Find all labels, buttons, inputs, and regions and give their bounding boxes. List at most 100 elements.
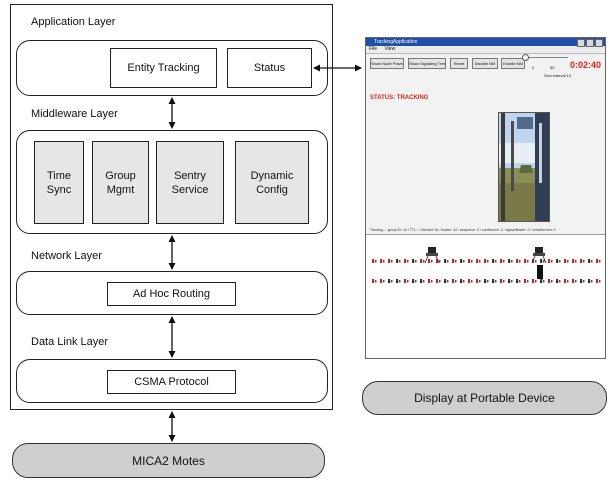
mote-marker [452,259,455,263]
mote-marker [444,259,447,263]
group-mgmt-box: Group Mgmt [92,141,149,224]
node-field-svg [372,247,601,283]
mote-marker [391,260,393,263]
close-icon[interactable] [595,39,603,47]
mote-marker [543,280,545,283]
mote-marker [383,260,385,263]
mote-marker [511,280,513,283]
mote-marker [575,280,577,283]
mote-marker [468,259,471,263]
mote-marker [484,279,487,283]
mote-marker [599,260,601,263]
data-link-layer-label: Data Link Layer [31,336,109,348]
grid-slider-knob[interactable] [522,54,529,61]
show-node-power-button[interactable]: Show Node Power [370,58,404,69]
reset-button[interactable]: Reset [450,58,468,69]
application-layer-label: Application Layer [31,16,116,28]
mote-marker [391,280,393,283]
elapsed-time: 0:02:40 [569,60,601,70]
strip-separator [366,234,605,235]
mote-marker [396,279,399,283]
dynamic-config-box: Dynamic Config [235,141,309,224]
mote-marker [551,260,553,263]
mote-marker [527,280,529,283]
mote-marker [564,279,567,283]
mote-marker [540,279,543,283]
mote-marker [524,279,527,283]
menu-view[interactable]: View [384,46,396,52]
mote-marker [596,279,599,283]
mote-marker [588,259,591,263]
mote-marker [580,279,583,283]
mote-marker [423,280,425,283]
csma-protocol-box: CSMA Protocol [107,370,236,394]
menu-file[interactable]: File [369,46,378,52]
mote-marker [431,260,433,263]
mote-marker [420,259,423,263]
mote-marker [447,260,449,263]
mote-marker [559,280,561,283]
time-sync-box: Time Sync [34,141,84,224]
mote-marker [591,280,593,283]
mote-marker [572,259,575,263]
mote-marker [455,260,457,263]
mote-marker [471,280,473,283]
network-layer-container [16,271,328,315]
mote-marker [548,279,551,283]
mote-marker [535,280,537,283]
mote-marker [404,259,407,263]
mote-marker [543,260,545,263]
mote-marker [495,260,497,263]
grid-interval-label: Grid interval 10 [544,73,572,78]
mote-marker [492,259,495,263]
mote-marker [415,280,417,283]
mote-marker [588,279,591,283]
mote-marker [463,260,465,263]
mote-marker [476,279,479,283]
tracking-status: STATUS: TRACKING [370,95,429,101]
disable-nm-button[interactable]: Disable NM [472,58,498,69]
slider-min-label: 0 [532,65,535,70]
show-signaling-tree-button[interactable]: Show Signaling Tree [408,58,446,69]
tracked-vehicle-icon [537,265,543,279]
minimize-icon[interactable] [577,39,585,47]
sensor-icon [424,247,440,264]
mote-marker [487,260,489,263]
mote-marker [428,279,431,283]
mote-marker [436,279,439,283]
mote-marker [583,260,585,263]
ad-hoc-routing-box: Ad Hoc Routing [107,282,236,306]
tracking-caption: Tracking -- group ID: 44 / TTL:- / Elect… [370,228,556,232]
mote-marker [519,280,521,283]
mote-marker [404,279,407,283]
mote-marker [460,259,463,263]
maximize-icon[interactable] [586,39,594,47]
mote-marker [508,279,511,283]
mote-marker [559,260,561,263]
mote-marker [375,260,377,263]
entity-tracking-box: Entity Tracking [110,48,217,88]
mote-marker [396,259,399,263]
enable-nm-button[interactable]: Enable NM [501,58,525,69]
mica2-motes-pill: MICA2 Motes [12,443,325,478]
mote-marker [492,279,495,283]
device-window-title: TrackingApplication [374,39,418,45]
mote-marker [484,259,487,263]
mote-marker [516,279,519,283]
mote-marker [420,279,423,283]
mote-marker [431,280,433,283]
mote-marker [575,260,577,263]
portable-device-window: TrackingApplication File View Show Node … [365,37,606,359]
mote-marker [591,260,593,263]
mote-marker [556,279,559,283]
mote-marker [532,279,535,283]
mote-marker [468,279,471,283]
mote-marker [399,280,401,283]
mote-marker [516,259,519,263]
mote-marker [412,259,415,263]
grid-slider-track[interactable] [524,57,568,58]
mote-marker [375,280,377,283]
sentry-service-box: Sentry Service [156,141,224,224]
mote-marker [439,280,441,283]
mote-marker [423,260,425,263]
